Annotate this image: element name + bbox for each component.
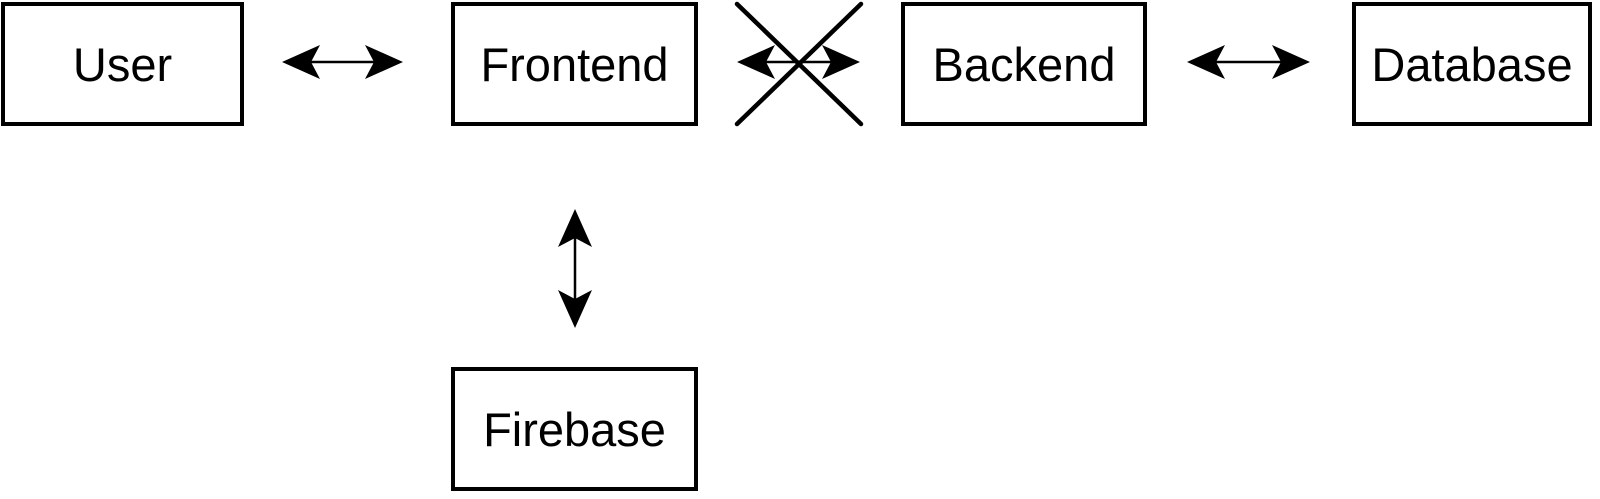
- arrowhead-left: [282, 45, 320, 79]
- node-firebase: Firebase: [451, 367, 698, 491]
- node-backend-label: Backend: [932, 37, 1116, 91]
- node-user-label: User: [72, 37, 173, 91]
- arrowhead-down: [558, 290, 592, 328]
- node-frontend-label: Frontend: [480, 37, 669, 91]
- edge-frontend-backend: [734, 1, 864, 127]
- node-frontend: Frontend: [451, 2, 698, 126]
- edge-user-frontend: [282, 45, 403, 79]
- node-user: User: [1, 2, 244, 126]
- edge-backend-database: [1187, 45, 1310, 79]
- arrowhead-left: [737, 45, 775, 79]
- node-database: Database: [1352, 2, 1592, 126]
- cross-line-ascending: [734, 1, 864, 127]
- node-backend: Backend: [901, 2, 1147, 126]
- arrowhead-right: [365, 45, 403, 79]
- node-database-label: Database: [1371, 37, 1573, 91]
- arrowhead-right: [822, 45, 860, 79]
- crossed-out-x-icon: [734, 1, 864, 127]
- arrowhead-left: [1187, 45, 1225, 79]
- node-firebase-label: Firebase: [483, 402, 666, 456]
- arrowhead-up: [558, 209, 592, 247]
- arrowhead-right: [1272, 45, 1310, 79]
- edge-frontend-firebase: [558, 209, 592, 328]
